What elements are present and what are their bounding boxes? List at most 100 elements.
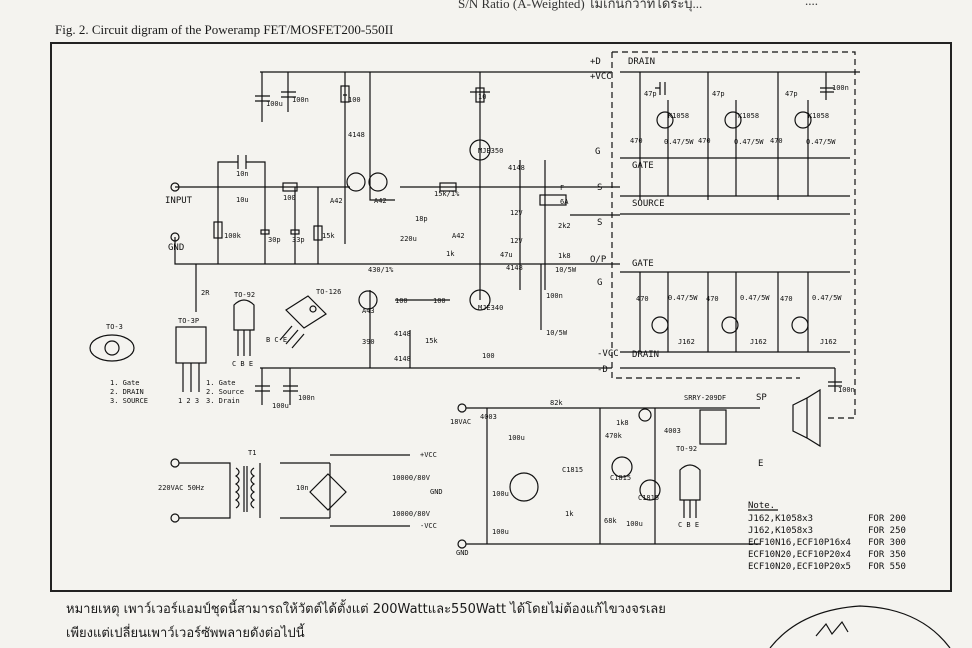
schematic-label: 100u — [508, 434, 525, 442]
schematic-label: 470k — [605, 432, 623, 440]
minus-vcc-label: -VCC — [597, 349, 619, 359]
schematic-label: SOURCE — [632, 199, 665, 209]
schematic-label: FOR 300 — [868, 538, 906, 548]
schematic-label: 4148 — [394, 330, 411, 338]
schematic-label: 10n — [296, 484, 309, 492]
schematic-label: 2R — [201, 289, 210, 297]
schematic-label: 3. SOURCE — [110, 397, 148, 405]
input-ground-lines — [174, 186, 620, 265]
schematic-label: A42 — [374, 197, 387, 205]
schematic-label: 100n — [546, 292, 563, 300]
schematic-label: 4003 — [480, 413, 497, 421]
schematic-label: 100k — [224, 232, 242, 240]
plus-d-label: +D — [590, 57, 601, 67]
package-to126: TO-126 B C E — [266, 288, 341, 349]
plus-vcc-label: +VCC — [590, 72, 612, 82]
schematic-label: 100u — [266, 100, 283, 108]
schematic-label: J162 — [678, 338, 695, 346]
schematic-label: 1k8 — [616, 419, 629, 427]
schematic-label: 100u — [492, 490, 509, 498]
schematic-label: 0.47/5W — [806, 138, 836, 146]
schematic-label: J162 — [820, 338, 837, 346]
schematic-label: 30p — [268, 236, 281, 244]
schematic-label: G — [597, 278, 602, 288]
figure-title: Fig. 2. Circuit digram of the Poweramp F… — [55, 22, 394, 37]
schematic-label: 1. Gate — [110, 379, 140, 387]
schematic-label: 0.47/5W — [740, 294, 770, 302]
schematic-label: T1 — [248, 449, 256, 457]
schematic-frame — [50, 42, 952, 592]
schematic-label: 100u — [626, 520, 643, 528]
schematic-label: TO-3P — [178, 317, 199, 325]
schematic-label: K1058 — [738, 112, 759, 120]
schematic-label: FOR 250 — [868, 526, 906, 536]
logo-arc — [769, 605, 951, 648]
schematic-label: 100u — [492, 528, 509, 536]
schematic-label: 470 — [770, 137, 783, 145]
cut-header-text: S/N Ratio (A-Weighted) ไม่เกินกว่าที่ได้… — [458, 0, 703, 11]
schematic-label: C1815 — [562, 466, 583, 474]
schematic-label: 6A — [560, 198, 569, 206]
schematic-label: K1058 — [808, 112, 829, 120]
output-fet-bot-3: 470 0.47/5W J162 — [777, 272, 842, 352]
schematic-label: 100 — [348, 96, 361, 104]
protection-circuit: 18VAC GND 4003 82k 470k C1815 C1815 C181… — [450, 388, 821, 557]
schematic-label: 33p — [292, 236, 305, 244]
schematic-label: DRAIN — [632, 350, 659, 360]
schematic-label: 100n — [292, 96, 309, 104]
schematic-label: 470 — [698, 137, 711, 145]
schematic-label: 12V — [510, 237, 523, 245]
input-terminal — [170, 182, 180, 192]
schematic-label: 1 2 3 — [178, 397, 199, 405]
schematic-label: 2. Source — [206, 388, 244, 396]
schematic-label: 10000/80V — [392, 474, 431, 482]
input-label: INPUT — [165, 196, 193, 206]
gnd-terminal — [170, 232, 180, 242]
schematic-label: 10n — [236, 170, 249, 178]
schematic-label: J162,K1058x3 — [748, 514, 813, 524]
schematic-label: -VCC — [420, 522, 437, 530]
schematic-label: 4148 — [348, 131, 365, 139]
schematic-label: GND — [456, 549, 469, 557]
cut-header-right: .... — [805, 0, 818, 8]
schematic-label: 18p — [415, 215, 428, 223]
schematic-label: S — [597, 183, 602, 193]
schematic-label: 470 — [636, 295, 649, 303]
schematic-label: 100n — [832, 84, 849, 92]
schematic-label: 100 — [433, 297, 446, 305]
schematic-label: 68k — [604, 517, 617, 525]
schematic-label: 470 — [706, 295, 719, 303]
schematic-label: 10 — [478, 93, 486, 101]
schematic-label: C B E — [232, 360, 253, 368]
schematic-label: 47p — [644, 90, 657, 98]
schematic-label: 82k — [550, 399, 563, 407]
output-fet-top-1: 47p 470 0.47/5W K1058 — [630, 72, 694, 200]
output-fet-top-2: 47p 470 0.47/5W K1058 — [698, 72, 764, 200]
schematic-label: 10u — [236, 196, 249, 204]
schematic-label: 100 — [482, 352, 495, 360]
schematic-label: A42 — [330, 197, 343, 205]
schematic-label: GATE — [632, 161, 654, 171]
schematic-label: 100 — [283, 194, 296, 202]
schematic-label: 1k8 — [558, 252, 571, 260]
schematic-label: 1. Gate — [206, 379, 236, 387]
package-to92: TO-92 C B E — [232, 291, 255, 368]
power-supply: T1 220VAC 50Hz 10n 10000/80V 10000/80V +… — [158, 449, 443, 530]
schematic-label: A42 — [452, 232, 465, 240]
schematic-label: 47p — [712, 90, 725, 98]
schematic-label: J162,K1058x3 — [748, 526, 813, 536]
schematic-label: 430/1% — [368, 266, 394, 274]
schematic-label: 10/5W — [555, 266, 577, 274]
schematic-label: 100u — [272, 402, 289, 410]
schematic-label: S — [597, 218, 602, 228]
schematic-label: 12V — [510, 209, 523, 217]
gnd-label: GND — [168, 243, 184, 253]
schematic-label: DRAIN — [628, 57, 655, 67]
schematic-label: 1k — [446, 250, 455, 258]
schematic-label: 10000/80V — [392, 510, 431, 518]
schematic-label: F — [560, 184, 564, 192]
schematic-label: TO-3 — [106, 323, 123, 331]
output-stage-box — [611, 51, 856, 419]
note-table: Note. J162,K1058x3 FOR 200 J162,K1058x3 … — [748, 501, 906, 572]
